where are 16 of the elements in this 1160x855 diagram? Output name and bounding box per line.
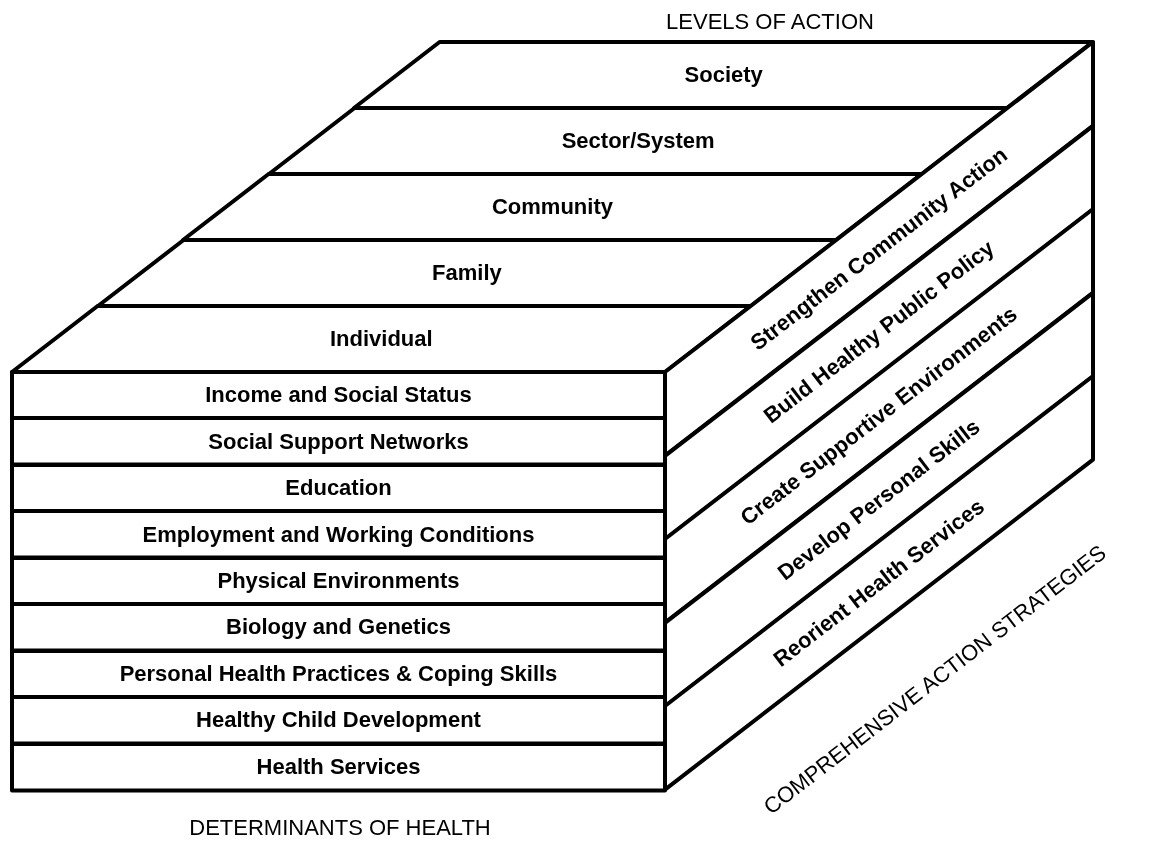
- band-label: Health Services: [256, 755, 421, 778]
- band-label: Employment and Working Conditions: [142, 523, 535, 546]
- band-label: Education: [285, 477, 392, 500]
- band-label: Sector/System: [561, 130, 715, 152]
- face-title: DETERMINANTS OF HEALTH: [189, 817, 491, 839]
- face-title: LEVELS OF ACTION: [666, 11, 874, 33]
- band-label: Family: [432, 262, 502, 284]
- band-label: Biology and Genetics: [226, 616, 451, 639]
- band-label: Healthy Child Development: [196, 709, 481, 732]
- band-label: Community: [492, 196, 613, 218]
- band-label: Society: [684, 64, 763, 86]
- band-label: Income and Social Status: [205, 384, 472, 407]
- band-label: Personal Health Practices & Coping Skills: [119, 662, 558, 685]
- band-label: Individual: [329, 328, 433, 350]
- band-label: Social Support Networks: [208, 430, 469, 453]
- band-label: Physical Environments: [217, 570, 460, 592]
